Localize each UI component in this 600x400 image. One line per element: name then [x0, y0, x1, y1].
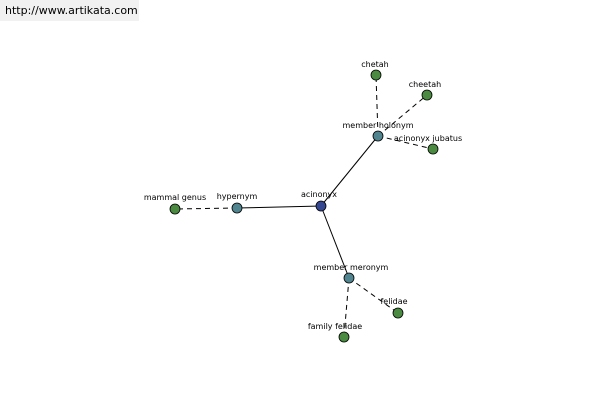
label-chetah[interactable]: chetah [361, 60, 389, 69]
edge-holonym-chetah [375, 74, 379, 137]
node-chetah[interactable] [370, 69, 382, 81]
edge-center-hypernym [236, 205, 322, 209]
node-member-holonym[interactable] [372, 130, 384, 142]
edge-center-member-meronym [320, 205, 350, 279]
edge-meronym-felidae [348, 277, 399, 314]
edge-hypernym-mammal-genus [174, 207, 238, 210]
label-cheetah[interactable]: cheetah [409, 80, 441, 89]
label-center[interactable]: acinonyx [301, 190, 337, 199]
node-hypernym[interactable] [231, 202, 243, 214]
edge-meronym-family-felidae [343, 277, 350, 338]
label-felidae[interactable]: felidae [380, 297, 407, 306]
label-hypernym[interactable]: hypernym [217, 192, 258, 201]
node-cheetah[interactable] [421, 89, 433, 101]
label-member-meronym[interactable]: member meronym [314, 263, 389, 272]
site-url-link[interactable]: http://www.artikata.com [0, 0, 139, 21]
node-felidae[interactable] [392, 307, 404, 319]
label-acinonyx-jubatus[interactable]: acinonyx jubatus [394, 134, 462, 143]
node-member-meronym[interactable] [343, 272, 355, 284]
edge-center-member-holonym [320, 135, 379, 207]
node-mammal-genus[interactable] [169, 203, 181, 215]
node-acinonyx-jubatus[interactable] [427, 143, 439, 155]
label-family-felidae[interactable]: family felidae [308, 322, 362, 331]
label-mammal-genus[interactable]: mammal genus [144, 193, 206, 202]
edge-holonym-acinonyx-jubatus [377, 135, 434, 150]
edge-holonym-cheetah [377, 94, 428, 137]
node-family-felidae[interactable] [338, 331, 350, 343]
label-member-holonym[interactable]: member holonym [342, 121, 413, 130]
node-center[interactable] [315, 200, 327, 212]
